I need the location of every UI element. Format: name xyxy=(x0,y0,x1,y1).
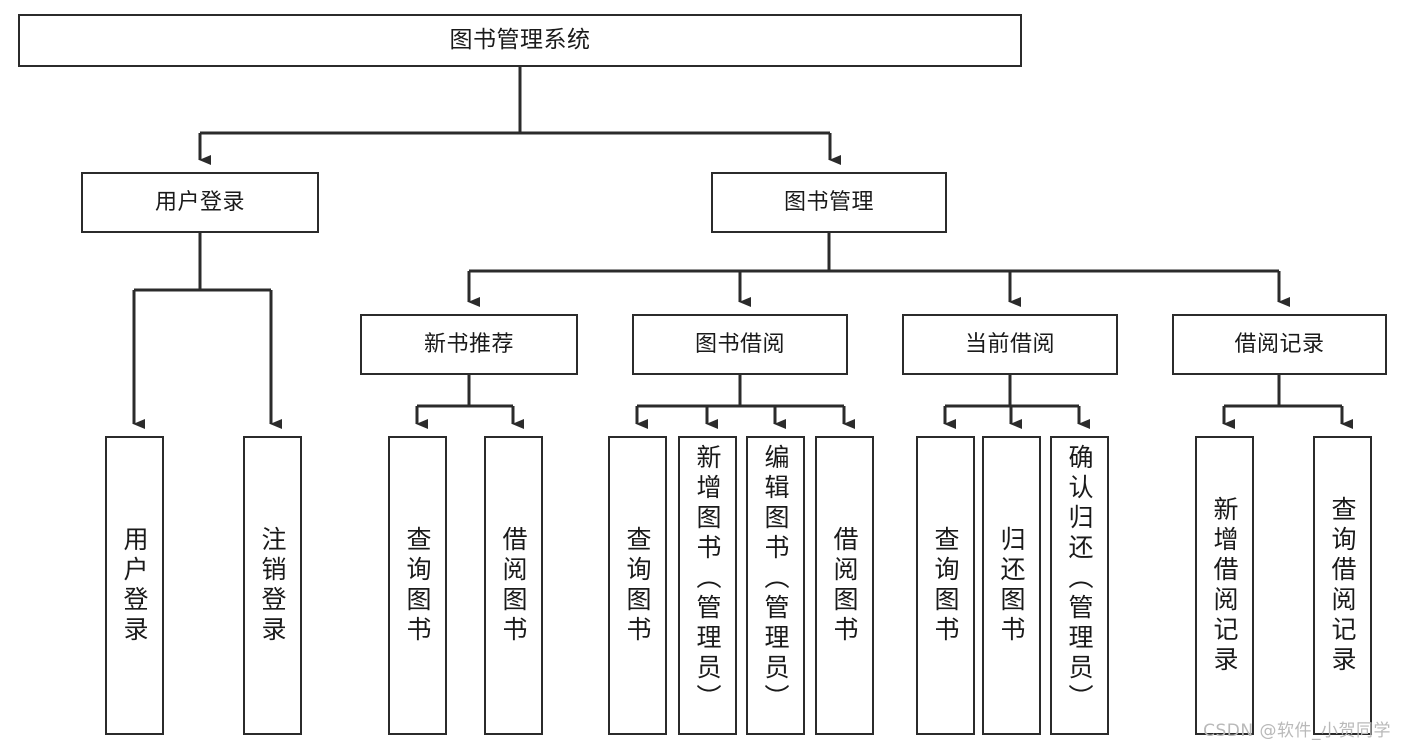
node-new-book-recommend[interactable]: 新书推荐 xyxy=(360,314,578,375)
node-user-login[interactable]: 用户登录 xyxy=(81,172,319,233)
node-root-system[interactable]: 图书管理系统 xyxy=(18,14,1022,67)
node-label: 注销登录 xyxy=(258,525,287,646)
node-label: 查询图书 xyxy=(931,525,960,646)
leaf-user-login[interactable]: 用户登录 xyxy=(105,436,164,735)
node-label: 图书管理系统 xyxy=(449,26,591,53)
leaf-logout[interactable]: 注销登录 xyxy=(243,436,302,735)
node-label: 查询图书 xyxy=(623,525,652,646)
node-label: 查询图书 xyxy=(403,525,432,646)
leaf-query-book[interactable]: 查询图书 xyxy=(608,436,667,735)
leaf-borrow-book-new[interactable]: 借阅图书 xyxy=(484,436,543,735)
node-label: 借阅记录 xyxy=(1234,331,1325,357)
leaf-borrow-book[interactable]: 借阅图书 xyxy=(815,436,874,735)
leaf-edit-book-admin[interactable]: 编辑图书（管理员） xyxy=(746,436,805,735)
leaf-add-book-admin[interactable]: 新增图书（管理员） xyxy=(678,436,737,735)
node-label: 用户登录 xyxy=(120,525,149,646)
leaf-query-book-new[interactable]: 查询图书 xyxy=(388,436,447,735)
watermark: CSDN @软件_小贺同学 xyxy=(1203,721,1391,741)
node-label: 当前借阅 xyxy=(964,331,1055,357)
node-label: 编辑图书（管理员） xyxy=(761,444,790,714)
leaf-query-book-current[interactable]: 查询图书 xyxy=(916,436,975,735)
node-label: 图书管理 xyxy=(783,189,874,215)
leaf-confirm-return-admin[interactable]: 确认归还（管理员） xyxy=(1050,436,1109,735)
node-label: 归还图书 xyxy=(997,525,1026,646)
node-label: 新增借阅记录 xyxy=(1210,495,1239,676)
node-label: 新增图书（管理员） xyxy=(693,444,722,714)
leaf-return-book[interactable]: 归还图书 xyxy=(982,436,1041,735)
leaf-add-borrow-record[interactable]: 新增借阅记录 xyxy=(1195,436,1254,735)
node-borrow-record[interactable]: 借阅记录 xyxy=(1172,314,1387,375)
node-current-borrow[interactable]: 当前借阅 xyxy=(902,314,1118,375)
node-label: 用户登录 xyxy=(154,189,245,215)
node-label: 查询借阅记录 xyxy=(1328,495,1357,676)
node-label: 借阅图书 xyxy=(830,525,859,646)
node-label: 新书推荐 xyxy=(423,331,514,357)
node-label: 图书借阅 xyxy=(694,331,785,357)
node-label: 确认归还（管理员） xyxy=(1065,444,1094,714)
leaf-query-borrow-record[interactable]: 查询借阅记录 xyxy=(1313,436,1372,735)
node-book-management[interactable]: 图书管理 xyxy=(711,172,947,233)
node-label: 借阅图书 xyxy=(499,525,528,646)
node-book-borrow[interactable]: 图书借阅 xyxy=(632,314,848,375)
